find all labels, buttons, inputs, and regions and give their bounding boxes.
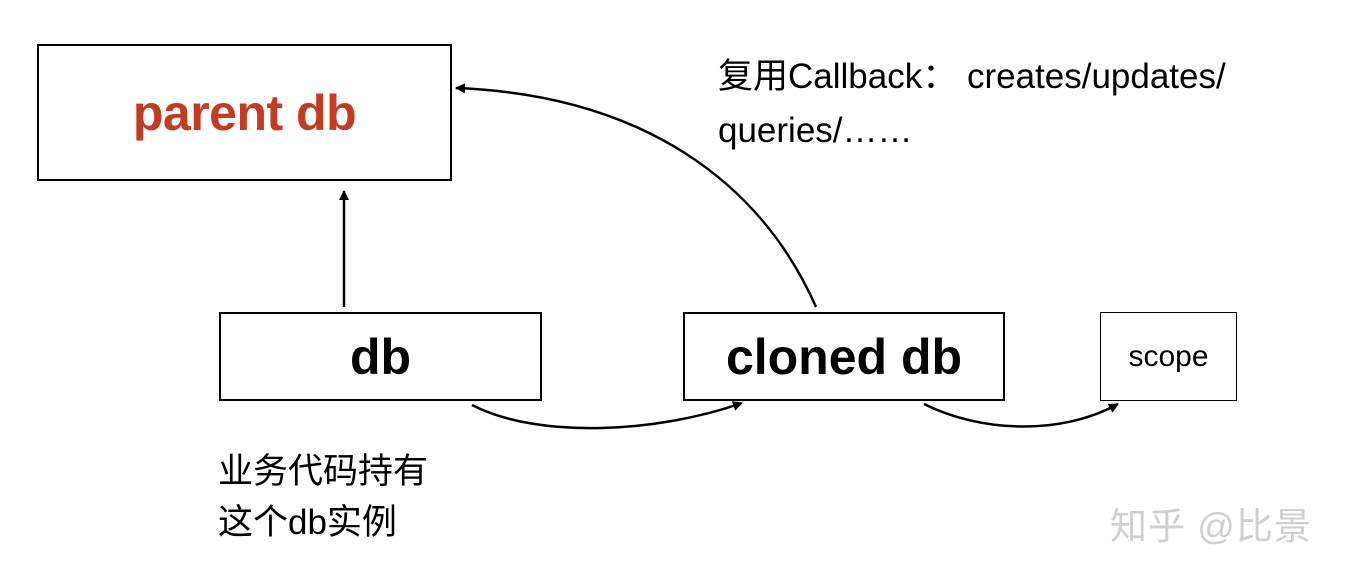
db-box: db [219, 312, 542, 401]
cloned-db-box: cloned db [683, 312, 1005, 401]
db-to-cloned-arrow [471, 401, 743, 430]
callback-note: 复用Callback： creates/updates/ queries/…… [718, 50, 1226, 158]
parent-db-box: parent db [37, 44, 452, 181]
callback-note-line-2: queries/…… [718, 111, 913, 150]
scope-box: scope [1100, 312, 1237, 401]
cloned-to-scope-arrow [923, 402, 1119, 428]
db-label: db [349, 328, 412, 385]
business-note-line-1: 业务代码持有 [218, 452, 429, 491]
parent-db-label: parent db [132, 84, 357, 141]
watermark: 知乎 @比景 [1110, 506, 1312, 547]
scope-label: scope [1128, 339, 1209, 373]
callback-note-line-1: 复用Callback： creates/updates/ [718, 57, 1226, 96]
business-note-line-2: 这个db实例 [218, 503, 397, 542]
business-note: 业务代码持有 这个db实例 [218, 446, 428, 548]
cloned-db-label: cloned db [725, 328, 963, 385]
